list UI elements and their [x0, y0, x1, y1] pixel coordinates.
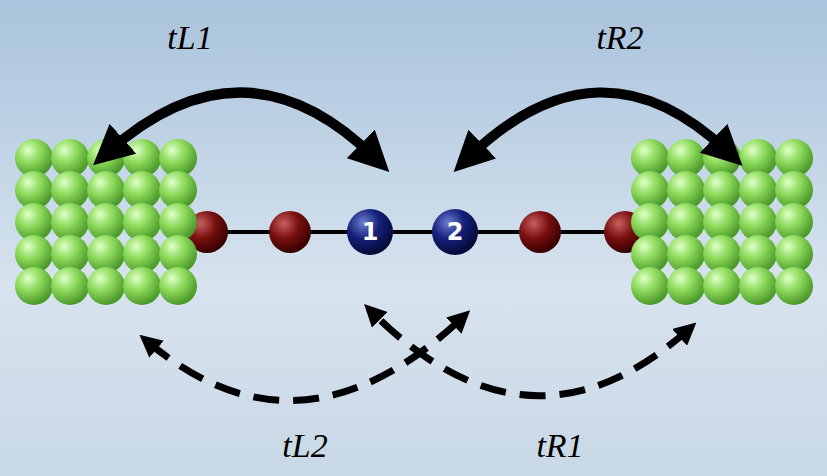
hopping-label: tL2	[282, 427, 327, 465]
electrode-atom	[739, 267, 777, 305]
chain-bond	[195, 230, 640, 234]
hopping-arrow	[108, 92, 375, 158]
red-atom	[519, 211, 561, 253]
site-number: 2	[447, 218, 464, 246]
hopping-arrow	[468, 92, 728, 158]
electrode-atom	[123, 267, 161, 305]
electrode-atom	[15, 267, 53, 305]
site-atom: 2	[431, 208, 479, 256]
electrode-atom	[667, 267, 705, 305]
hopping-label: tL1	[167, 19, 212, 57]
electrode-atom	[51, 267, 89, 305]
hopping-label: tR2	[596, 19, 643, 57]
electrode-atom	[159, 267, 197, 305]
site-atom: 1	[346, 208, 394, 256]
electrode-atom	[87, 267, 125, 305]
hopping-label: tR1	[536, 427, 583, 465]
dashed-hopping-arrow	[148, 318, 462, 401]
right-electrode	[631, 139, 813, 305]
left-electrode	[15, 139, 197, 305]
site-number: 1	[362, 218, 379, 246]
electrode-atom	[703, 267, 741, 305]
electrode-atom	[775, 267, 813, 305]
dashed-hopping-arrow	[372, 312, 688, 396]
red-atom	[269, 211, 311, 253]
electrode-atom	[631, 267, 669, 305]
